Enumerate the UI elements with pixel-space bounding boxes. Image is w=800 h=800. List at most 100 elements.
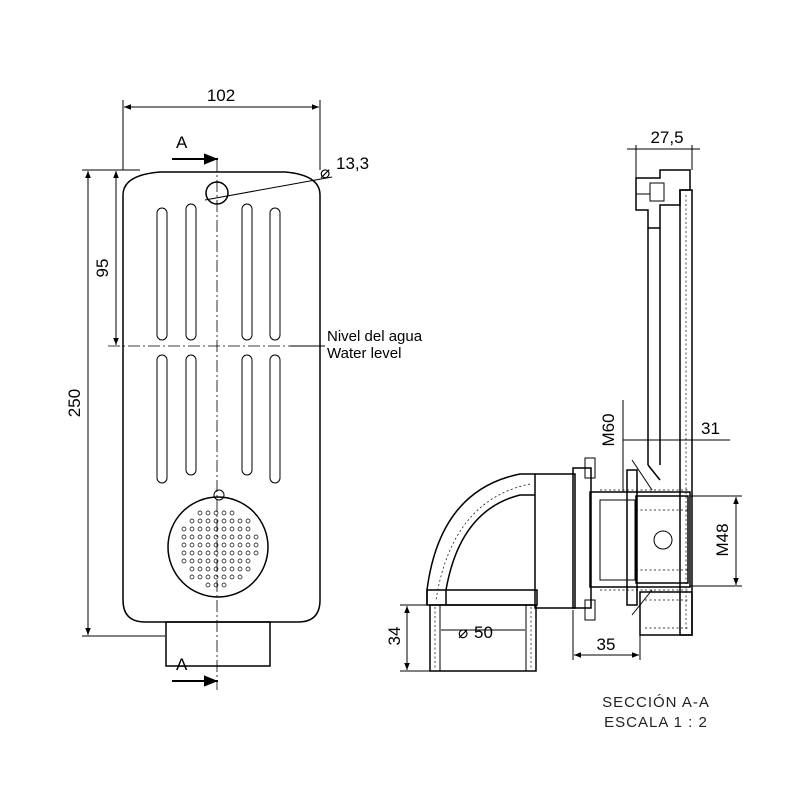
grid-hole (221, 534, 227, 540)
dim-31: 31 (701, 419, 720, 438)
grid-hole (229, 550, 235, 556)
grid-hole (205, 582, 211, 588)
flange-right (626, 469, 638, 606)
grid-hole (205, 510, 211, 516)
grid-hole (213, 558, 219, 564)
grid-hole (245, 542, 251, 548)
dim-hole-diameter: 13,3 (336, 154, 369, 173)
section-mark-top: A (176, 133, 188, 152)
grid-hole (197, 534, 203, 540)
dim-height-34: 34 (385, 627, 404, 646)
grid-hole (221, 510, 227, 516)
grid-hole (189, 526, 195, 532)
dim-thread-m48: M48 (713, 523, 732, 556)
grid-hole (245, 518, 251, 524)
grid-hole (181, 542, 187, 548)
grid-hole (213, 526, 219, 532)
grid-hole (197, 542, 203, 548)
grid-hole (221, 558, 227, 564)
grid-hole (213, 510, 219, 516)
front-view: Nivel del agua Water level 102 A A ⌀ 13,… (65, 86, 423, 690)
grid-hole (245, 566, 251, 572)
grid-hole (213, 534, 219, 540)
grid-hole (181, 550, 187, 556)
grid-hole (229, 534, 235, 540)
grid-hole (221, 526, 227, 532)
water-level-label-en: Water level (327, 345, 401, 362)
grid-hole (197, 510, 203, 516)
dim-water-level-height: 95 (93, 259, 112, 278)
grid-hole (205, 542, 211, 548)
grid-hole (197, 558, 203, 564)
outlet-pipe-flange (426, 589, 538, 606)
grid-hole (197, 518, 203, 524)
flange-left (572, 467, 592, 609)
dim-35: 35 (597, 635, 616, 654)
drain-grid-holes (181, 510, 259, 588)
threaded-body (589, 491, 691, 588)
grid-hole (189, 542, 195, 548)
grid-hole (229, 566, 235, 572)
section-mark-bottom: A (176, 655, 188, 674)
title-line-2: ESCALA 1 : 2 (604, 714, 708, 731)
hole-diameter-symbol: ⌀ (320, 163, 330, 182)
grid-hole (229, 518, 235, 524)
grid-hole (213, 542, 219, 548)
grid-hole (229, 558, 235, 564)
grid-hole (181, 526, 187, 532)
drain-grid (167, 496, 269, 598)
grid-hole (213, 582, 219, 588)
grid-hole (189, 518, 195, 524)
grid-hole (237, 542, 243, 548)
grid-hole (237, 534, 243, 540)
elbow-collar (534, 473, 576, 609)
title-line-1: SECCIÓN A-A (602, 694, 710, 711)
upper-slots (156, 203, 281, 341)
grid-hole (245, 558, 251, 564)
grid-hole (221, 566, 227, 572)
grid-hole (213, 518, 219, 524)
grid-hole (253, 550, 259, 556)
hole-diameter-leader (204, 176, 333, 201)
grid-hole (229, 542, 235, 548)
grid-hole (221, 574, 227, 580)
grid-hole (237, 574, 243, 580)
grid-hole (189, 550, 195, 556)
grid-hole (245, 534, 251, 540)
dim-pipe-diameter: 50 (474, 623, 493, 642)
grid-hole (181, 558, 187, 564)
lower-slots (156, 354, 281, 484)
grid-hole (253, 534, 259, 540)
grid-hole (229, 574, 235, 580)
grid-hole (189, 558, 195, 564)
top-clip (635, 169, 691, 229)
grid-hole (197, 566, 203, 572)
grid-hole (229, 510, 235, 516)
dim-width: 102 (207, 86, 235, 105)
grid-hole (189, 566, 195, 572)
small-hole (213, 489, 225, 501)
grid-hole (205, 526, 211, 532)
grid-hole (205, 518, 211, 524)
pipe-diameter-symbol: ⌀ (458, 623, 468, 642)
grid-hole (205, 566, 211, 572)
title-block: SECCIÓN A-A ESCALA 1 : 2 (602, 694, 710, 731)
grid-hole (213, 574, 219, 580)
grid-hole (253, 542, 259, 548)
grid-hole (189, 574, 195, 580)
grid-hole (237, 558, 243, 564)
grid-hole (197, 574, 203, 580)
grid-hole (197, 550, 203, 556)
grid-hole (221, 518, 227, 524)
grid-hole (221, 582, 227, 588)
dim-thread-m60: M60 (599, 413, 618, 446)
grid-hole (213, 550, 219, 556)
grid-hole (237, 526, 243, 532)
grid-hole (205, 558, 211, 564)
grid-hole (181, 534, 187, 540)
grid-hole (213, 566, 219, 572)
grid-hole (237, 550, 243, 556)
dim-top-depth: 27,5 (650, 128, 683, 147)
water-level-label-es: Nivel del agua (327, 328, 423, 345)
